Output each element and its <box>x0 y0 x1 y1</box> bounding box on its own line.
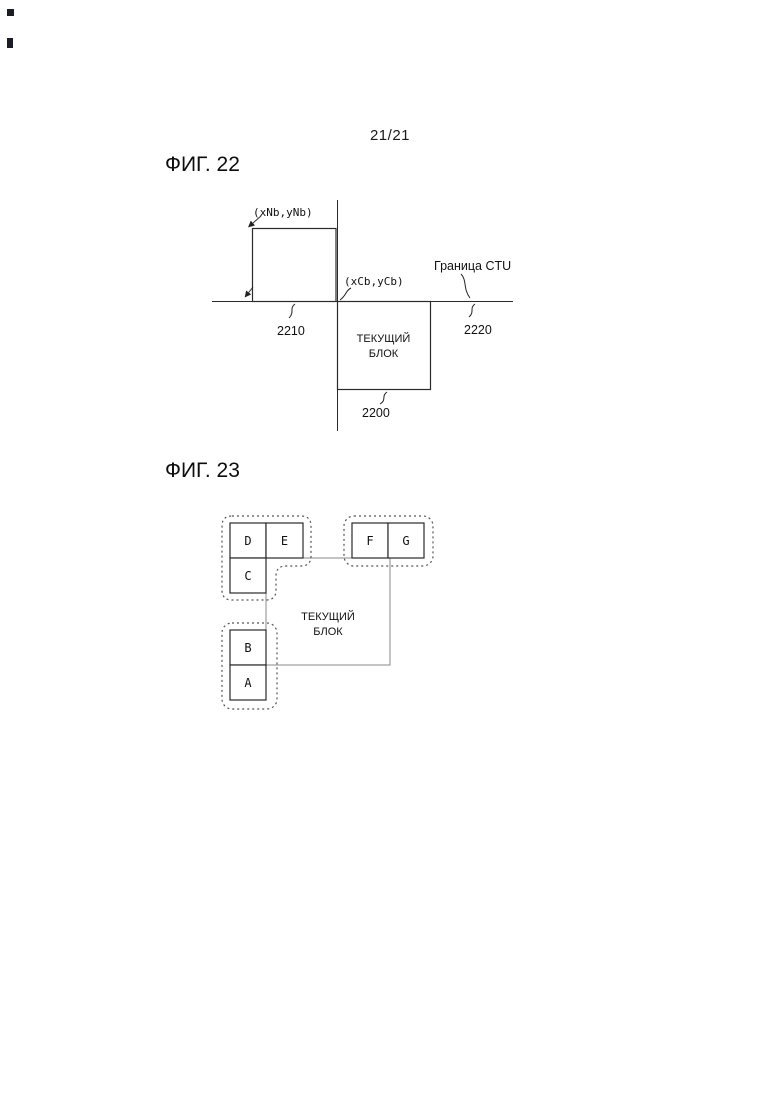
block-c <box>229 557 267 594</box>
current-coord-label: (xCb,yCb) <box>344 275 404 288</box>
fig22-title: ФИГ. 22 <box>165 153 240 176</box>
block-c-label: C <box>244 569 251 583</box>
block-a-label: A <box>244 676 252 690</box>
ctu-boundary-label: Граница CTU <box>434 259 511 273</box>
block-b-label: B <box>244 641 251 655</box>
ref-2200-label: 2200 <box>362 406 390 420</box>
current-coord-leader-line <box>339 287 352 301</box>
block-a <box>229 664 267 701</box>
fig22-current-block-label-line2: БЛОК <box>369 348 399 360</box>
ref-2210-leader-line <box>288 303 296 319</box>
scan-artifact <box>7 9 14 16</box>
neighbor-bottom-corner-arrow <box>244 286 254 298</box>
fig23-current-block-label-line2: БЛОК <box>313 626 343 638</box>
block-g <box>387 522 425 559</box>
fig22-neighbor-block <box>251 227 337 303</box>
fig23-current-block-label-line1: ТЕКУЩИЙ <box>301 610 355 623</box>
neighbor-top-corner-arrow <box>248 215 262 228</box>
fig23-current-block <box>265 557 391 666</box>
ref-2220-label: 2220 <box>464 323 492 337</box>
ref-2200-leader-line <box>379 391 388 405</box>
block-e-label: E <box>281 534 288 548</box>
fig22-drawing: ТЕКУЩИЙ БЛОК (xNb,yNb) (xCb,yCb) Граница… <box>212 200 513 431</box>
fig22-current-block-label-line1: ТЕКУЩИЙ <box>357 332 411 345</box>
block-f-label: F <box>366 534 373 548</box>
neighbor-coord-label: (xNb,yNb) <box>253 206 313 219</box>
fig22-current-block <box>336 300 432 391</box>
page-number: 21/21 <box>369 127 411 144</box>
ctu-boundary-leader-line <box>460 273 471 299</box>
ref-2220-leader-line <box>468 303 476 318</box>
group-ba-outline <box>221 622 278 710</box>
block-e <box>265 522 304 559</box>
fig23-drawing: ТЕКУЩИЙ БЛОК D E C F G B A <box>221 515 434 710</box>
ref-2210-label: 2210 <box>277 324 305 338</box>
fig23-title: ФИГ. 23 <box>165 459 240 482</box>
block-d <box>229 522 267 559</box>
group-dec-outline <box>221 515 312 601</box>
block-f <box>351 522 389 559</box>
scan-artifact <box>7 38 13 48</box>
block-d-label: D <box>244 534 251 548</box>
block-g-label: G <box>402 534 409 548</box>
